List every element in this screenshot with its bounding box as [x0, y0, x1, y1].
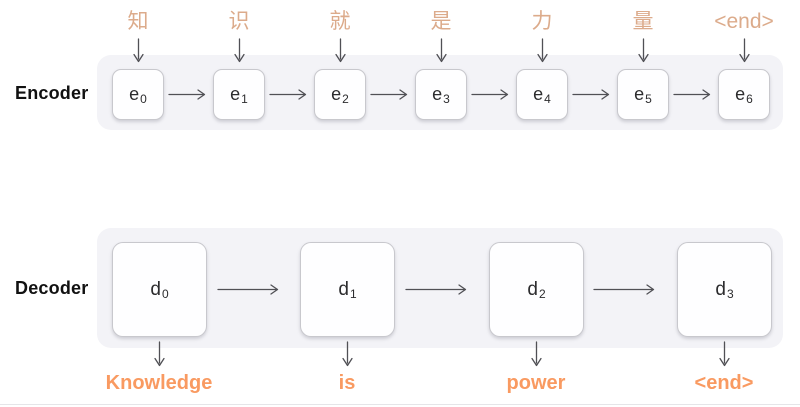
decoder-output-token: <end>	[694, 372, 754, 394]
bottom-divider	[0, 404, 800, 405]
arrow-down-icon	[133, 38, 144, 63]
cell-label: e	[735, 84, 746, 104]
cell-subscript: 0	[161, 286, 169, 301]
cell-subscript: 3	[443, 91, 450, 106]
arrow-right-icon	[269, 89, 307, 100]
encoder-input-token: 就	[329, 10, 351, 33]
cell-subscript: 0	[140, 91, 147, 106]
arrow-down-icon	[335, 38, 346, 63]
arrow-right-icon	[572, 89, 610, 100]
cell-label: d	[338, 278, 349, 300]
cell-label: e	[230, 84, 241, 104]
cell-subscript: 4	[544, 91, 551, 106]
arrow-right-icon	[370, 89, 408, 100]
cell-subscript: 3	[726, 286, 734, 301]
encoder-input-token: 量	[632, 10, 654, 33]
decoder-output-token: power	[506, 372, 566, 394]
arrow-down-icon	[234, 38, 245, 63]
arrow-right-icon	[217, 284, 279, 295]
arrow-right-icon	[405, 284, 467, 295]
arrow-down-icon	[638, 38, 649, 63]
arrow-down-icon	[154, 341, 165, 367]
arrow-down-icon	[739, 38, 750, 63]
decoder-label: Decoder	[15, 278, 89, 298]
cell-label: d	[150, 278, 161, 300]
decoder-output-token: Knowledge	[105, 372, 213, 394]
cell-label: d	[527, 278, 538, 300]
encoder-input-token: 知	[127, 10, 149, 33]
decoder-panel	[97, 228, 783, 348]
arrow-down-icon	[436, 38, 447, 63]
cell-label: e	[634, 84, 645, 104]
arrow-down-icon	[719, 341, 730, 367]
encoder-input-token: 力	[531, 10, 553, 33]
decoder-output-token: is	[338, 372, 356, 394]
cell-subscript: 1	[349, 286, 357, 301]
encoder-input-token: <end>	[714, 10, 774, 33]
cell-label: e	[331, 84, 342, 104]
cell-subscript: 5	[645, 91, 652, 106]
cell-subscript: 2	[342, 91, 349, 106]
arrow-right-icon	[593, 284, 655, 295]
cell-label: e	[129, 84, 140, 104]
arrow-right-icon	[471, 89, 509, 100]
cell-subscript: 2	[538, 286, 546, 301]
encoder-input-token: 识	[228, 10, 250, 33]
cell-subscript: 1	[241, 91, 248, 106]
arrow-down-icon	[342, 341, 353, 367]
encoder-label: Encoder	[15, 83, 89, 103]
arrow-down-icon	[537, 38, 548, 63]
encoder-input-token: 是	[430, 10, 452, 33]
cell-label: e	[533, 84, 544, 104]
arrow-down-icon	[531, 341, 542, 367]
cell-label: e	[432, 84, 443, 104]
arrow-right-icon	[168, 89, 206, 100]
cell-label: d	[715, 278, 726, 300]
arrow-right-icon	[673, 89, 711, 100]
cell-subscript: 6	[746, 91, 753, 106]
